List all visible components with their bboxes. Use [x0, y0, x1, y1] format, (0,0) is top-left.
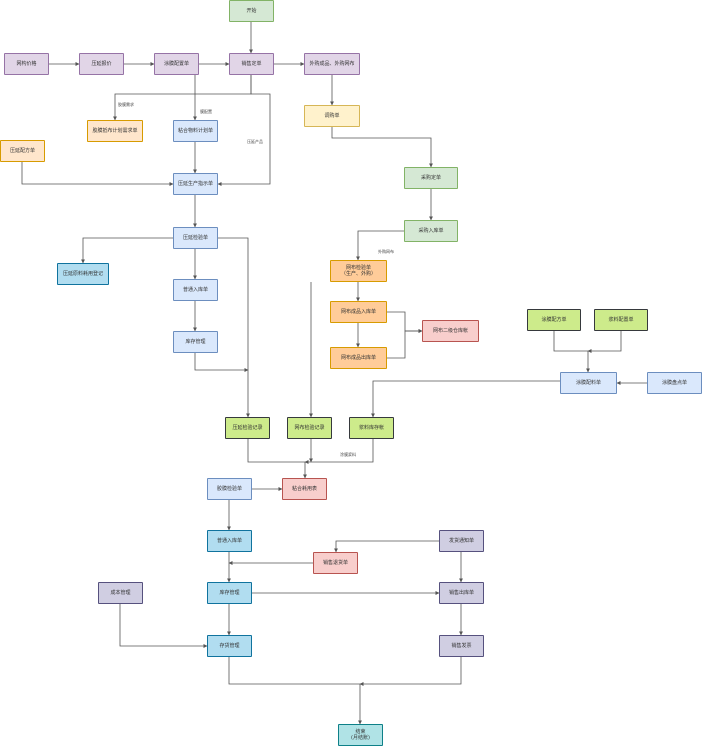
node-n-yyjy[interactable]: 压延检验单	[173, 227, 218, 249]
node-n-xsdd[interactable]: 销售定单	[229, 53, 274, 75]
edge-9	[217, 75, 271, 186]
edge-7	[113, 75, 252, 121]
node-n-pgrk2[interactable]: 普通入库单	[207, 530, 252, 552]
node-n-yypf[interactable]: 压延配方单	[0, 140, 45, 162]
node-n-tmpzd[interactable]: 涂膜配置单	[154, 53, 199, 75]
node-n-cbgl2[interactable]: 存货管理	[207, 635, 252, 657]
edge-18	[218, 237, 250, 418]
edge-43	[228, 657, 362, 725]
node-n-yyyl[interactable]: 压延原料耗用登记	[57, 263, 109, 285]
node-n-nhwl[interactable]: 粘合物料计划单	[173, 120, 218, 142]
node-n-fhtz[interactable]: 发货通知单	[439, 530, 484, 552]
node-n-kc2[interactable]: 库存管理	[207, 582, 252, 604]
node-n-wbjyjl[interactable]: 网布检验记录	[287, 417, 332, 439]
node-n-yyjyjl[interactable]: 压延检验记录	[225, 417, 270, 439]
edge-label-jiaomo-xuqiu: 胶膜需求	[118, 102, 134, 107]
node-n-wbjy[interactable]: 网布检验单 （生产、外购）	[330, 260, 387, 282]
node-n-cgdd[interactable]: 采购定单	[404, 167, 458, 189]
node-end[interactable]: 结束 (月结账)	[338, 724, 383, 746]
node-n-xsck[interactable]: 销售出库单	[439, 582, 484, 604]
edge-44	[359, 657, 462, 686]
node-n-wbcpck[interactable]: 网布成品出库单	[330, 347, 387, 369]
node-n-xsfp[interactable]: 销售发票	[439, 635, 484, 657]
edge-27	[371, 380, 589, 418]
node-n-tmpf[interactable]: 涂膜配方单	[527, 309, 581, 331]
node-n-jlpz[interactable]: 浆料配置单	[594, 309, 648, 331]
edge-40	[119, 604, 208, 648]
node-start[interactable]: 开始	[229, 0, 274, 22]
node-n-xsth[interactable]: 销售退货单	[313, 552, 358, 574]
node-n-yysc[interactable]: 压延生产指示单	[173, 173, 218, 195]
node-n-dgd[interactable]: 调购单	[304, 105, 360, 127]
node-n-kc1[interactable]: 库存管理	[173, 331, 218, 353]
edge-label-tumo-jiangliao: 涂膜浆料	[340, 452, 356, 457]
node-n-tmplc[interactable]: 涂膜配料单	[560, 372, 617, 394]
edge-label-mo-peizhi: 膜配置	[200, 109, 212, 114]
node-n-wgcp[interactable]: 外购成品、外购网布	[304, 53, 360, 75]
node-n-yzbj[interactable]: 压延报价	[79, 53, 124, 75]
edge-32	[304, 439, 374, 464]
edge-30	[247, 439, 307, 479]
edge-25	[587, 331, 622, 353]
node-n-cbgl[interactable]: 成本管理	[98, 582, 143, 604]
node-n-tjzp[interactable]: 胶膜抵布计划需求单	[87, 120, 143, 142]
edge-12	[331, 127, 433, 168]
edge-label-yayan-chanpin: 压延产品	[247, 139, 263, 144]
edge-22	[387, 311, 423, 333]
node-n-wbeck[interactable]: 网布二级仓库帐	[422, 320, 479, 342]
node-n-tjjy[interactable]: 胶膜检验单	[207, 478, 252, 500]
node-n-wbcprk[interactable]: 网布成品入库单	[330, 301, 387, 323]
edge-24	[553, 331, 590, 373]
node-n-jlky[interactable]: 浆料库存帐	[349, 417, 394, 439]
node-n-tmpd[interactable]: 涂膜盘点单	[647, 372, 702, 394]
node-n-nhhy[interactable]: 粘合耗用表	[282, 478, 327, 500]
edge-11	[21, 162, 174, 186]
node-n-cgrk[interactable]: 采购入库单	[404, 220, 458, 242]
edge-23	[387, 329, 423, 359]
node-n-pgrk1[interactable]: 普通入库单	[173, 279, 218, 301]
edge-29	[194, 353, 249, 372]
edge-label-waigou-wangbu: 外购网布	[378, 249, 394, 254]
node-n-gjjg[interactable]: 网构价格	[4, 53, 49, 75]
